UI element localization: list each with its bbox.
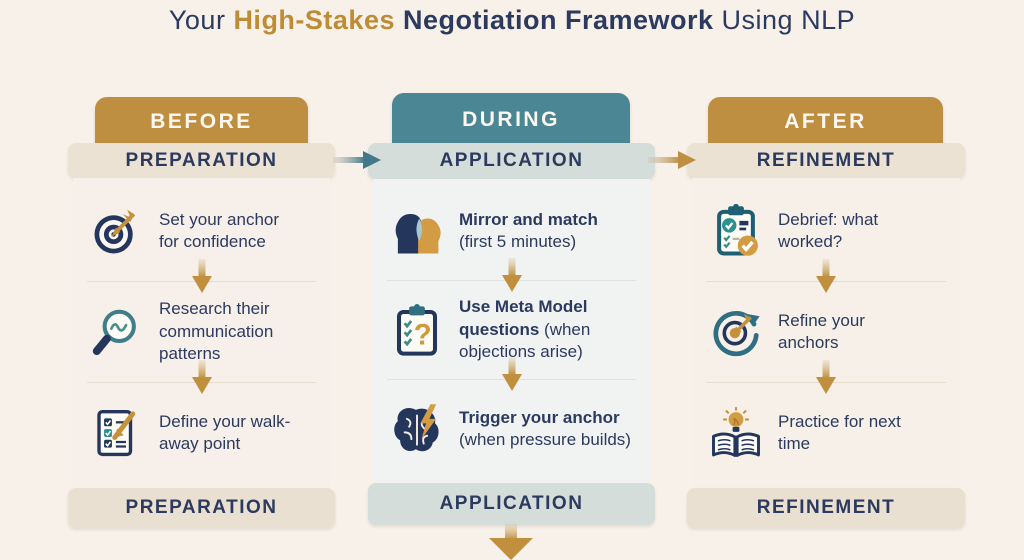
down-arrow-icon bbox=[191, 259, 212, 293]
item-text: Use Meta Model questions (when objection… bbox=[459, 296, 631, 363]
after-footer-band: REFINEMENT bbox=[687, 488, 965, 528]
svg-text:?: ? bbox=[414, 320, 432, 352]
during-footer-band: APPLICATION bbox=[368, 483, 655, 525]
list-item: Define your walk-away point bbox=[73, 383, 330, 483]
list-item: Practice for next time bbox=[692, 383, 960, 483]
flow-arrow-during-to-after-icon bbox=[648, 151, 696, 169]
item-divider bbox=[387, 357, 636, 391]
item-text: Trigger your anchor (when pressure build… bbox=[459, 407, 631, 452]
item-text-bold: Trigger your anchor bbox=[459, 407, 620, 427]
faces-icon bbox=[395, 214, 441, 254]
item-text: Practice for next time bbox=[778, 411, 910, 456]
item-text-normal: Define your walk-away point bbox=[159, 411, 291, 453]
list-item: Mirror and match (first 5 minutes) bbox=[373, 182, 650, 280]
down-arrow-icon bbox=[816, 259, 836, 293]
clipboard-question-icon: ? bbox=[396, 304, 438, 356]
item-text-normal: Practice for next time bbox=[778, 411, 901, 453]
item-text-normal: Refine your anchors bbox=[778, 310, 865, 352]
item-text-bold: Use Meta Model questions bbox=[459, 297, 588, 339]
column-before: BEFORE PREPARATION Set your anchor for c… bbox=[68, 97, 335, 529]
item-divider bbox=[706, 259, 946, 293]
before-stage-band: PREPARATION bbox=[68, 143, 335, 178]
flow-arrow-bottom-icon bbox=[489, 524, 533, 560]
column-after: AFTER REFINEMENT Debrief: what worked? bbox=[687, 97, 965, 529]
item-text: Define your walk-away point bbox=[159, 411, 291, 456]
down-arrow-icon bbox=[816, 360, 836, 394]
title-segment: Negotiation Framework bbox=[394, 5, 722, 35]
list-item: Debrief: what worked? bbox=[692, 181, 960, 281]
item-text-normal: (first 5 minutes) bbox=[459, 232, 577, 251]
item-text: Refine your anchors bbox=[778, 310, 910, 355]
item-text-bold: Mirror and match bbox=[459, 209, 598, 229]
brain-lightning-icon bbox=[394, 404, 439, 452]
magnifier-icon bbox=[92, 309, 136, 356]
item-divider bbox=[87, 360, 316, 394]
title-highlight: High-Stakes bbox=[233, 5, 395, 35]
item-divider bbox=[387, 258, 636, 292]
item-divider bbox=[706, 360, 946, 394]
down-arrow-icon bbox=[501, 258, 522, 292]
title-segment: Your bbox=[168, 5, 234, 35]
before-card-body: Set your anchor for confidence Research … bbox=[73, 178, 330, 488]
after-stage-band: REFINEMENT bbox=[687, 143, 965, 178]
item-text-normal: Debrief: what worked? bbox=[778, 209, 879, 251]
item-text: Set your anchor for confidence bbox=[159, 209, 291, 254]
list-item: Refine your anchors bbox=[692, 282, 960, 382]
list-item: Trigger your anchor (when pressure build… bbox=[373, 380, 650, 478]
list-item: Research their communication patterns bbox=[73, 282, 330, 382]
item-text: Research their communication patterns bbox=[159, 298, 291, 365]
item-text-normal: Research their communication patterns bbox=[159, 299, 274, 364]
item-text-normal: Set your anchor for confidence bbox=[159, 209, 280, 251]
clipboard-check-icon bbox=[717, 204, 758, 256]
flow-arrow-before-to-during-icon bbox=[333, 151, 381, 169]
list-item: Set your anchor for confidence bbox=[73, 181, 330, 281]
refresh-target-icon bbox=[713, 310, 760, 357]
target-icon bbox=[94, 209, 136, 254]
list-item: ? Use Meta Model questions (when objecti… bbox=[373, 281, 650, 379]
item-text: Debrief: what worked? bbox=[778, 209, 910, 254]
down-arrow-icon bbox=[501, 357, 522, 391]
checklist-icon bbox=[97, 409, 136, 457]
during-card-body: Mirror and match (first 5 minutes) ? Use… bbox=[373, 179, 650, 483]
column-during: DURING APPLICATION Mirror and match (fir… bbox=[368, 93, 655, 525]
item-text: Mirror and match (first 5 minutes) bbox=[459, 209, 631, 254]
before-footer-band: PREPARATION bbox=[68, 488, 335, 528]
before-header: BEFORE bbox=[95, 97, 308, 147]
after-card-body: Debrief: what worked? Refine your anchor… bbox=[692, 178, 960, 488]
page-title: Your High-Stakes Negotiation Framework U… bbox=[0, 5, 1024, 36]
after-header: AFTER bbox=[708, 97, 943, 147]
item-divider bbox=[87, 259, 316, 293]
during-header: DURING bbox=[392, 93, 630, 147]
title-segment: Using NLP bbox=[721, 5, 856, 35]
item-text-normal: (when objections arise) bbox=[459, 319, 591, 362]
during-stage-band: APPLICATION bbox=[368, 143, 655, 179]
item-text-normal: (when pressure builds) bbox=[459, 430, 631, 449]
down-arrow-icon bbox=[191, 360, 212, 394]
book-lightbulb-icon bbox=[712, 407, 760, 457]
